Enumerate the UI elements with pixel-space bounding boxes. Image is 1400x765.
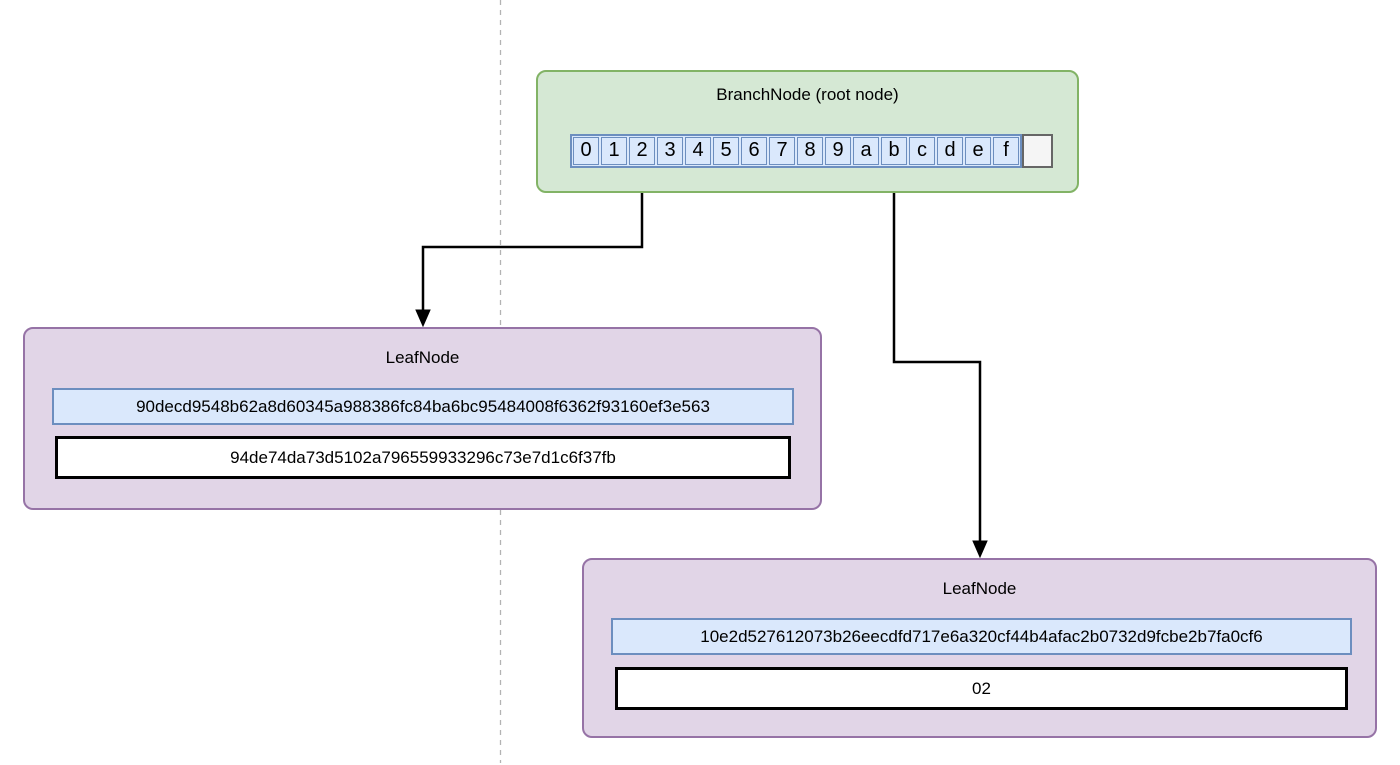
branch-cell-0[interactable]: 0 xyxy=(573,137,599,165)
leaf-node-left-title: LeafNode xyxy=(385,348,460,367)
branch-cell-8[interactable]: 8 xyxy=(797,137,823,165)
leaf-left-value-text: 94de74da73d5102a796559933296c73e7d1c6f37… xyxy=(230,447,616,467)
branch-cells-group: 0 1 2 3 4 5 6 7 8 9 a b c d e f xyxy=(570,134,1022,168)
branch-node-title: BranchNode (root node) xyxy=(716,85,899,104)
branch-cell-a[interactable]: a xyxy=(853,137,879,165)
branch-cell-b[interactable]: b xyxy=(881,137,907,165)
leaf-left-hash-text: 90decd9548b62a8d60345a988386fc84ba6bc954… xyxy=(136,396,710,416)
leaf-right-hash-text: 10e2d527612073b26eecdfd717e6a320cf44b4af… xyxy=(700,626,1263,646)
branch-cell-2[interactable]: 2 xyxy=(629,137,655,165)
leaf-node-right-title: LeafNode xyxy=(942,579,1017,598)
leaf-node-left[interactable]: LeafNode 90decd9548b62a8d60345a988386fc8… xyxy=(23,327,822,510)
branch-cell-5[interactable]: 5 xyxy=(713,137,739,165)
branch-cell-1[interactable]: 1 xyxy=(601,137,627,165)
edge-branch-cell-b-to-leaf-right[interactable] xyxy=(892,169,988,559)
leaf-right-hash-box[interactable]: 10e2d527612073b26eecdfd717e6a320cf44b4af… xyxy=(611,618,1352,655)
branch-cell-7[interactable]: 7 xyxy=(769,137,795,165)
arrowhead-left xyxy=(415,309,431,328)
leaf-left-value-box[interactable]: 94de74da73d5102a796559933296c73e7d1c6f37… xyxy=(55,436,791,479)
branch-cell-6[interactable]: 6 xyxy=(741,137,767,165)
leaf-left-hash-box[interactable]: 90decd9548b62a8d60345a988386fc84ba6bc954… xyxy=(52,388,794,425)
branch-cell-c[interactable]: c xyxy=(909,137,935,165)
arrowhead-right xyxy=(972,540,988,559)
branch-node[interactable]: BranchNode (root node) 0 1 2 3 4 5 6 7 8… xyxy=(536,70,1079,193)
branch-cell-e[interactable]: e xyxy=(965,137,991,165)
branch-cell-9[interactable]: 9 xyxy=(825,137,851,165)
branch-cells: 0 1 2 3 4 5 6 7 8 9 a b c d e f xyxy=(570,134,1053,168)
branch-cell-4[interactable]: 4 xyxy=(685,137,711,165)
branch-cell-empty[interactable] xyxy=(1022,134,1053,168)
branch-cell-d[interactable]: d xyxy=(937,137,963,165)
leaf-node-right[interactable]: LeafNode 10e2d527612073b26eecdfd717e6a32… xyxy=(582,558,1377,738)
branch-cell-f[interactable]: f xyxy=(993,137,1019,165)
leaf-right-value-box[interactable]: 02 xyxy=(615,667,1348,710)
branch-cell-3[interactable]: 3 xyxy=(657,137,683,165)
leaf-right-value-text: 02 xyxy=(972,678,991,698)
